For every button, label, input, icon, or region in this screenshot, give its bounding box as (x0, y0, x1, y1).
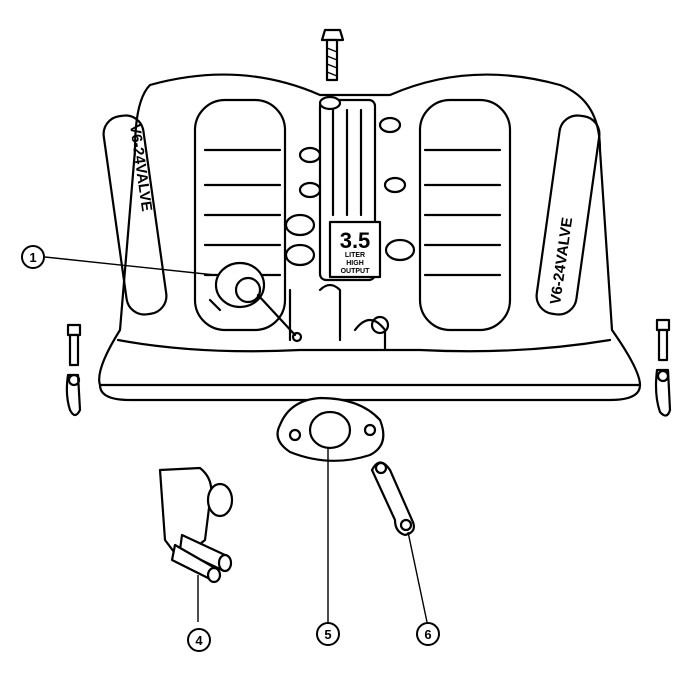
badge-displacement: 3.5 (340, 228, 371, 253)
valve-4 (158, 466, 234, 584)
top-bolt (320, 28, 345, 82)
displacement-badge (328, 220, 382, 279)
callout-6: 6 (416, 622, 440, 646)
sensor-1 (208, 261, 303, 343)
left-runners (193, 98, 287, 332)
callout-4: 4 (187, 628, 211, 652)
right-bolt (654, 318, 672, 417)
callout-5: 5 (316, 622, 340, 646)
badge-line3: OUTPUT (341, 268, 371, 275)
badge-line2: HIGH (346, 260, 364, 267)
sensor-5 (276, 396, 385, 462)
right-runners (418, 98, 512, 332)
badge-line1: LITER (345, 252, 365, 259)
manifold-bosses (284, 116, 416, 267)
left-bolt (65, 323, 82, 417)
callout-1: 1 (21, 245, 45, 269)
connector-6 (370, 461, 415, 537)
